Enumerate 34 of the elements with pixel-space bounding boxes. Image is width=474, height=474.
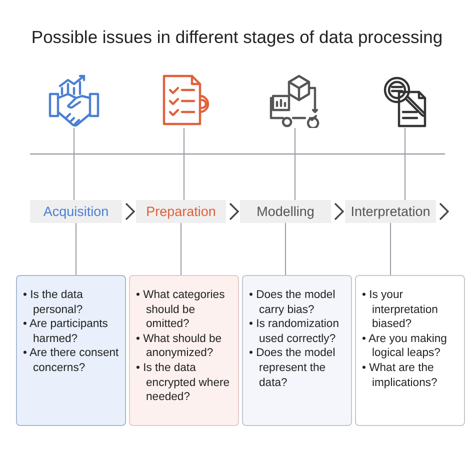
stage-label: Preparation <box>146 204 216 219</box>
question-text: • Are there consent concerns? <box>23 346 120 376</box>
title: Possible issues in different stages of data processing <box>30 27 444 48</box>
stage-label: Interpretation <box>350 204 430 219</box>
question-text: • Is the data personal? <box>23 288 84 318</box>
question-card <box>355 275 465 426</box>
question-text: • Is your interpretation biased? <box>362 288 439 332</box>
connector-line <box>404 128 406 200</box>
question-text: • What should be anonymized? <box>136 332 223 361</box>
question-card <box>129 275 239 426</box>
question-text: • Are you making logical leaps? <box>362 332 448 361</box>
question-card <box>16 275 126 426</box>
connector-line <box>294 128 296 200</box>
connector-line <box>180 222 182 276</box>
question-text: • Is the data encrypted where needed? <box>136 360 231 405</box>
chevron-arrow <box>125 202 136 220</box>
stage-band <box>30 200 122 223</box>
question-text: • What categories should be omitted? <box>136 288 226 332</box>
chevron-arrow <box>334 202 344 220</box>
connector-line <box>285 222 286 276</box>
chevron-arrow <box>439 202 450 220</box>
stage-band <box>345 200 436 223</box>
question-text: • Does the model carry bias? <box>249 288 336 318</box>
chevron-arrow <box>229 202 240 220</box>
question-text: • Does the model represent the data? <box>249 346 336 390</box>
question-text: • Are participants harmed? <box>23 317 109 346</box>
stage-band <box>136 200 226 223</box>
stage-label: Modelling <box>256 204 314 219</box>
question-text: • What are the implications? <box>362 360 438 390</box>
question-text: • Is randomization used correctly? <box>249 317 340 346</box>
stage-band <box>240 200 331 223</box>
stage-label: Acquisition <box>43 204 109 219</box>
connector-line <box>390 222 391 276</box>
question-card <box>242 275 352 426</box>
